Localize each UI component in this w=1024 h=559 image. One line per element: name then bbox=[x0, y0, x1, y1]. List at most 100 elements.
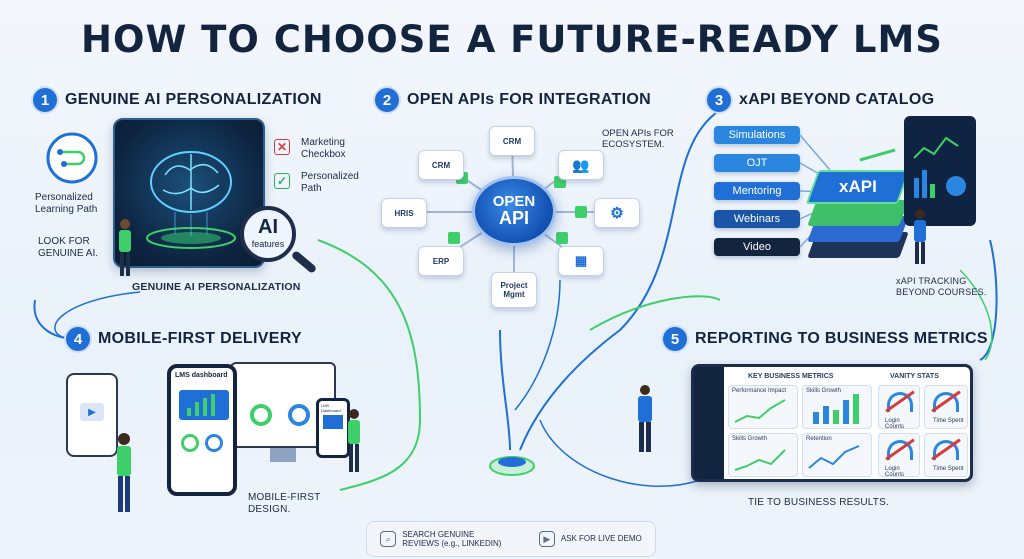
xapi-note: xAPI TRACKING BEYOND COURSES. bbox=[896, 276, 987, 297]
page-title: HOW TO CHOOSE A FUTURE-READY LMS bbox=[81, 18, 943, 61]
ai-big-text: AI bbox=[258, 216, 278, 238]
xapi-item-ojt: OJT bbox=[714, 154, 800, 172]
business-dashboard: KEY BUSINESS METRICS VANITY STATS Perfor… bbox=[691, 364, 973, 482]
card-title: Skills Growth bbox=[806, 388, 842, 394]
dashboard-sidebar bbox=[694, 367, 724, 479]
live-demo-action[interactable]: ▶ ASK FOR LIVE DEMO bbox=[538, 531, 642, 547]
vanity-title: VANITY STATS bbox=[890, 373, 939, 380]
api-note: OPEN APIs FOR ECOSYSTEM. bbox=[602, 128, 674, 151]
connector-center bbox=[499, 329, 511, 451]
connector-right bbox=[979, 239, 998, 361]
phone-device: LMS dashboard bbox=[167, 364, 237, 496]
vanity-label: Time Spent bbox=[933, 466, 964, 472]
path-loop-icon bbox=[46, 132, 98, 184]
crm-node-left: CRM bbox=[418, 150, 464, 180]
path-label: Personalized Learning Path bbox=[35, 192, 98, 215]
crm-node: CRM bbox=[489, 126, 535, 156]
erp-node: ERP bbox=[418, 246, 464, 276]
section-2-head: 2 OPEN APIs FOR INTEGRATION bbox=[375, 88, 651, 112]
person-figure bbox=[638, 385, 652, 452]
section-number: 2 bbox=[375, 88, 399, 112]
ai-features-magnifier: AI features bbox=[240, 206, 296, 262]
connector-green-c bbox=[959, 269, 993, 361]
xapi-item-webinars: Webinars bbox=[714, 210, 800, 228]
xapi-item-mentoring: Mentoring bbox=[714, 182, 800, 200]
xapi-item-simulations: Simulations bbox=[714, 126, 800, 144]
tablet-device: ▶ bbox=[66, 373, 118, 457]
business-note: TIE TO BUSINESS RESULTS. bbox=[748, 497, 889, 508]
vanity-card: Login Counts bbox=[878, 385, 920, 430]
metric-card: Skills Growth bbox=[802, 385, 872, 429]
people-icon: 👥 bbox=[572, 156, 590, 173]
search-reviews-action[interactable]: ⌕ SEARCH GENUINE REVIEWS (e.g., LINKEDIN… bbox=[380, 530, 512, 548]
xapi-label: xAPI bbox=[839, 177, 877, 196]
small-phone-device: LMS Dashboard bbox=[316, 398, 350, 458]
vanity-label: Login Counts bbox=[885, 466, 905, 478]
ai-brain-panel bbox=[113, 118, 265, 268]
video-camera-icon: ▶ bbox=[538, 531, 555, 547]
live-demo-label: ASK FOR LIVE DEMO bbox=[560, 534, 642, 544]
metric-card: Retention bbox=[802, 433, 872, 477]
brain-icon bbox=[146, 151, 236, 249]
section-title: xAPI BEYOND CATALOG bbox=[739, 91, 935, 108]
vanity-label: Time Spent bbox=[933, 418, 964, 424]
video-play-icon: ▶ bbox=[80, 403, 104, 421]
monitor-charts bbox=[913, 136, 966, 198]
phone-bars bbox=[179, 390, 229, 420]
search-reviews-label: SEARCH GENUINE REVIEWS (e.g., LINKEDIN) bbox=[402, 529, 502, 548]
xapi-item-video: Video bbox=[714, 238, 800, 256]
gauge-icon bbox=[887, 392, 913, 412]
card-title: Performance Impact bbox=[732, 388, 787, 394]
analytics-monitor bbox=[904, 116, 976, 226]
section-title: GENUINE AI PERSONALIZATION bbox=[65, 91, 322, 108]
hub-line-2: API bbox=[498, 207, 529, 228]
section-3-head: 3 xAPI BEYOND CATALOG bbox=[707, 88, 934, 112]
section-5-head: 5 REPORTING TO BUSINESS METRICS bbox=[663, 327, 988, 351]
card-title: Skills Growth bbox=[732, 436, 768, 442]
section-title: REPORTING TO BUSINESS METRICS bbox=[695, 330, 988, 347]
person-figure bbox=[117, 433, 131, 512]
desktop-ring-chart-b bbox=[288, 404, 310, 426]
phone-ring bbox=[181, 434, 199, 452]
section-number: 5 bbox=[663, 327, 687, 351]
section-number: 4 bbox=[66, 327, 90, 351]
marketing-label: Marketing Checkbox bbox=[301, 137, 346, 160]
ai-small-text: features bbox=[251, 239, 285, 249]
gauge-icon bbox=[933, 440, 959, 460]
desktop-ring-chart bbox=[250, 404, 272, 426]
check-icon: ✓ bbox=[274, 173, 290, 189]
connector-green-a bbox=[317, 239, 422, 491]
table-node: ▦ bbox=[558, 246, 604, 276]
connector-3-5 bbox=[519, 109, 721, 451]
vanity-label: Login Counts bbox=[885, 418, 905, 430]
section-4-head: 4 MOBILE-FIRST DELIVERY bbox=[66, 327, 302, 351]
gauge-icon bbox=[933, 392, 959, 412]
section-title: MOBILE-FIRST DELIVERY bbox=[98, 330, 302, 347]
grid-icon: ▦ bbox=[574, 253, 588, 268]
connector-1-4 bbox=[54, 291, 141, 339]
hris-node: HRIS bbox=[381, 198, 427, 228]
people-node: 👥 bbox=[558, 150, 604, 180]
project-node: Project Mgmt bbox=[491, 272, 537, 308]
card-title: Retention bbox=[806, 436, 832, 442]
bottom-action-bar: ⌕ SEARCH GENUINE REVIEWS (e.g., LINKEDIN… bbox=[366, 521, 656, 557]
phone-ring-b bbox=[205, 434, 223, 452]
gauge-icon bbox=[887, 440, 913, 460]
section-number: 3 bbox=[707, 88, 731, 112]
key-metrics-title: KEY BUSINESS METRICS bbox=[748, 373, 834, 380]
personalized-label: Personalized Path bbox=[301, 171, 359, 194]
vanity-card: Login Counts bbox=[878, 433, 920, 478]
section-1-head: 1 GENUINE AI PERSONALIZATION bbox=[33, 88, 322, 112]
section-number: 1 bbox=[33, 88, 57, 112]
section-title: OPEN APIs FOR INTEGRATION bbox=[407, 91, 651, 108]
vanity-card: Time Spent bbox=[924, 385, 968, 429]
metric-card: Performance Impact bbox=[728, 385, 798, 429]
xapi-stack: xAPI bbox=[805, 158, 911, 258]
hub-line-1: OPEN bbox=[492, 192, 536, 210]
person-figure bbox=[348, 409, 360, 472]
person-figure bbox=[914, 209, 926, 264]
personalized-row: ✓ bbox=[274, 172, 290, 190]
phone-title: LMS dashboard bbox=[175, 372, 228, 379]
gear-icon: ⚙ bbox=[610, 205, 624, 222]
